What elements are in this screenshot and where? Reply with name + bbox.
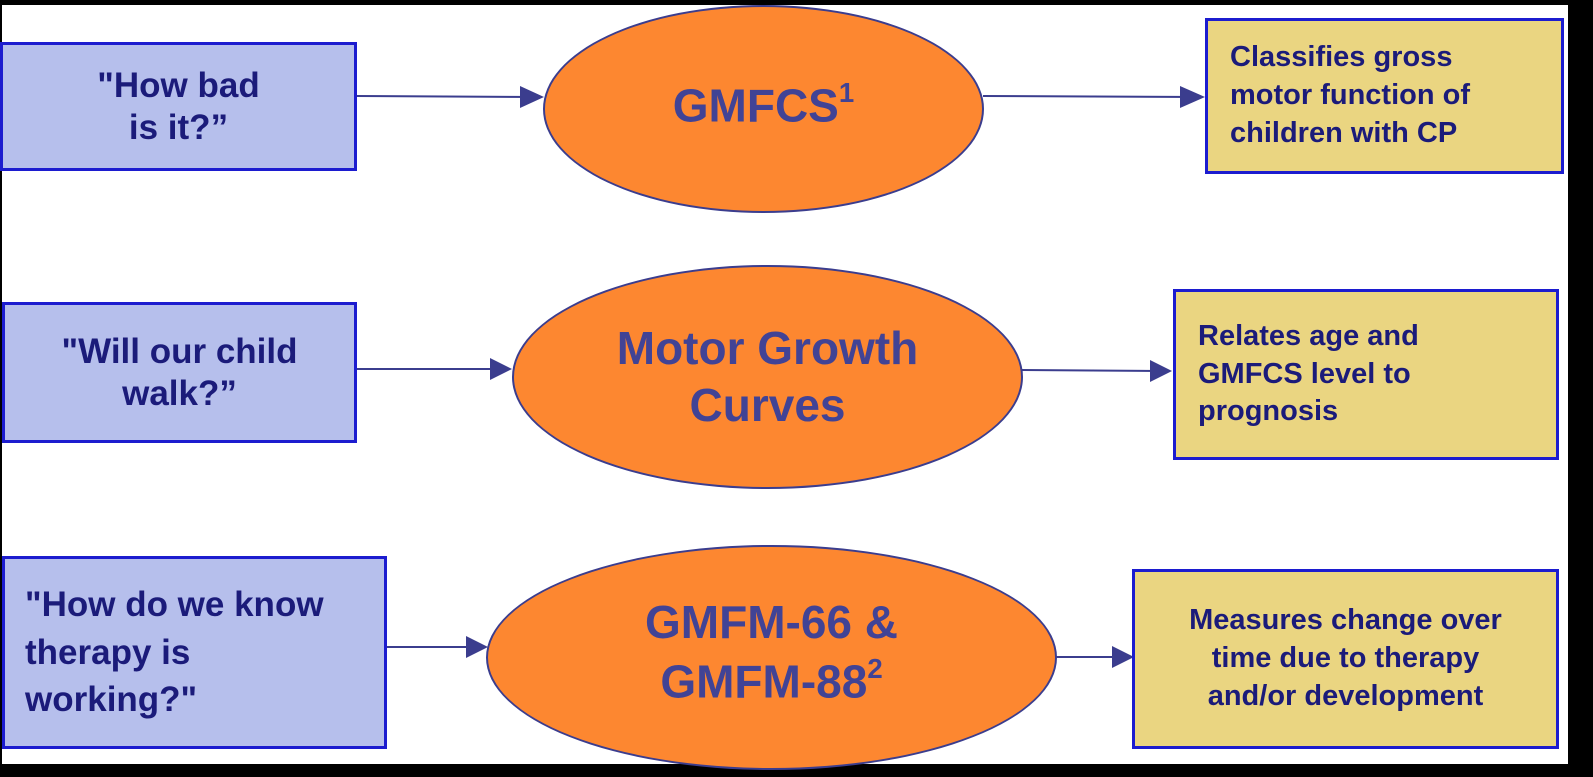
- question-text: "How do we know therapy is working?": [25, 584, 324, 720]
- arrowhead-row1-tool-to-description: [1180, 86, 1205, 108]
- description-text: Measures change over time due to therapy…: [1189, 604, 1502, 712]
- tool-label: Motor Growth Curves: [616, 321, 919, 432]
- footnote-marker: 1: [838, 76, 855, 108]
- arrowhead-row2-tool-to-description: [1150, 360, 1172, 382]
- arrow-row1-tool-to-description: [982, 95, 1201, 98]
- tool-oval-motor-growth-curves: Motor Growth Curves: [512, 265, 1023, 489]
- question-box-will-child-walk: "Will our child walk?”: [2, 302, 357, 443]
- tool-label: GMFCS: [672, 78, 839, 131]
- description-box-relates-age: Relates age and GMFCS level to prognosis: [1173, 289, 1559, 460]
- tool-label: GMFM-66 & GMFM-88: [645, 596, 898, 708]
- question-box-therapy-working: "How do we know therapy is working?": [2, 556, 387, 749]
- description-box-measures-change: Measures change over time due to therapy…: [1132, 569, 1559, 749]
- description-text: Relates age and GMFCS level to prognosis: [1198, 319, 1419, 428]
- question-box-how-bad: "How bad is it?”: [0, 42, 357, 171]
- description-box-classifies: Classifies gross motor function of child…: [1205, 18, 1564, 174]
- arrowhead-row1-question-to-tool: [520, 86, 544, 108]
- arrowhead-row2-question-to-tool: [490, 358, 512, 380]
- footnote-marker: 2: [867, 652, 883, 684]
- question-text: "Will our child walk?”: [61, 331, 298, 413]
- question-text: "How bad is it?”: [97, 65, 260, 147]
- description-text: Classifies gross motor function of child…: [1230, 41, 1471, 149]
- arrow-row2-tool-to-description: [1021, 369, 1161, 372]
- arrowhead-row3-question-to-tool: [466, 636, 488, 658]
- arrowhead-row3-tool-to-description: [1112, 646, 1134, 668]
- tool-oval-gmfm: GMFM-66 & GMFM-882: [486, 545, 1057, 770]
- tool-oval-gmfcs: GMFCS1: [543, 5, 984, 213]
- arrow-row1-question-to-tool: [355, 95, 543, 98]
